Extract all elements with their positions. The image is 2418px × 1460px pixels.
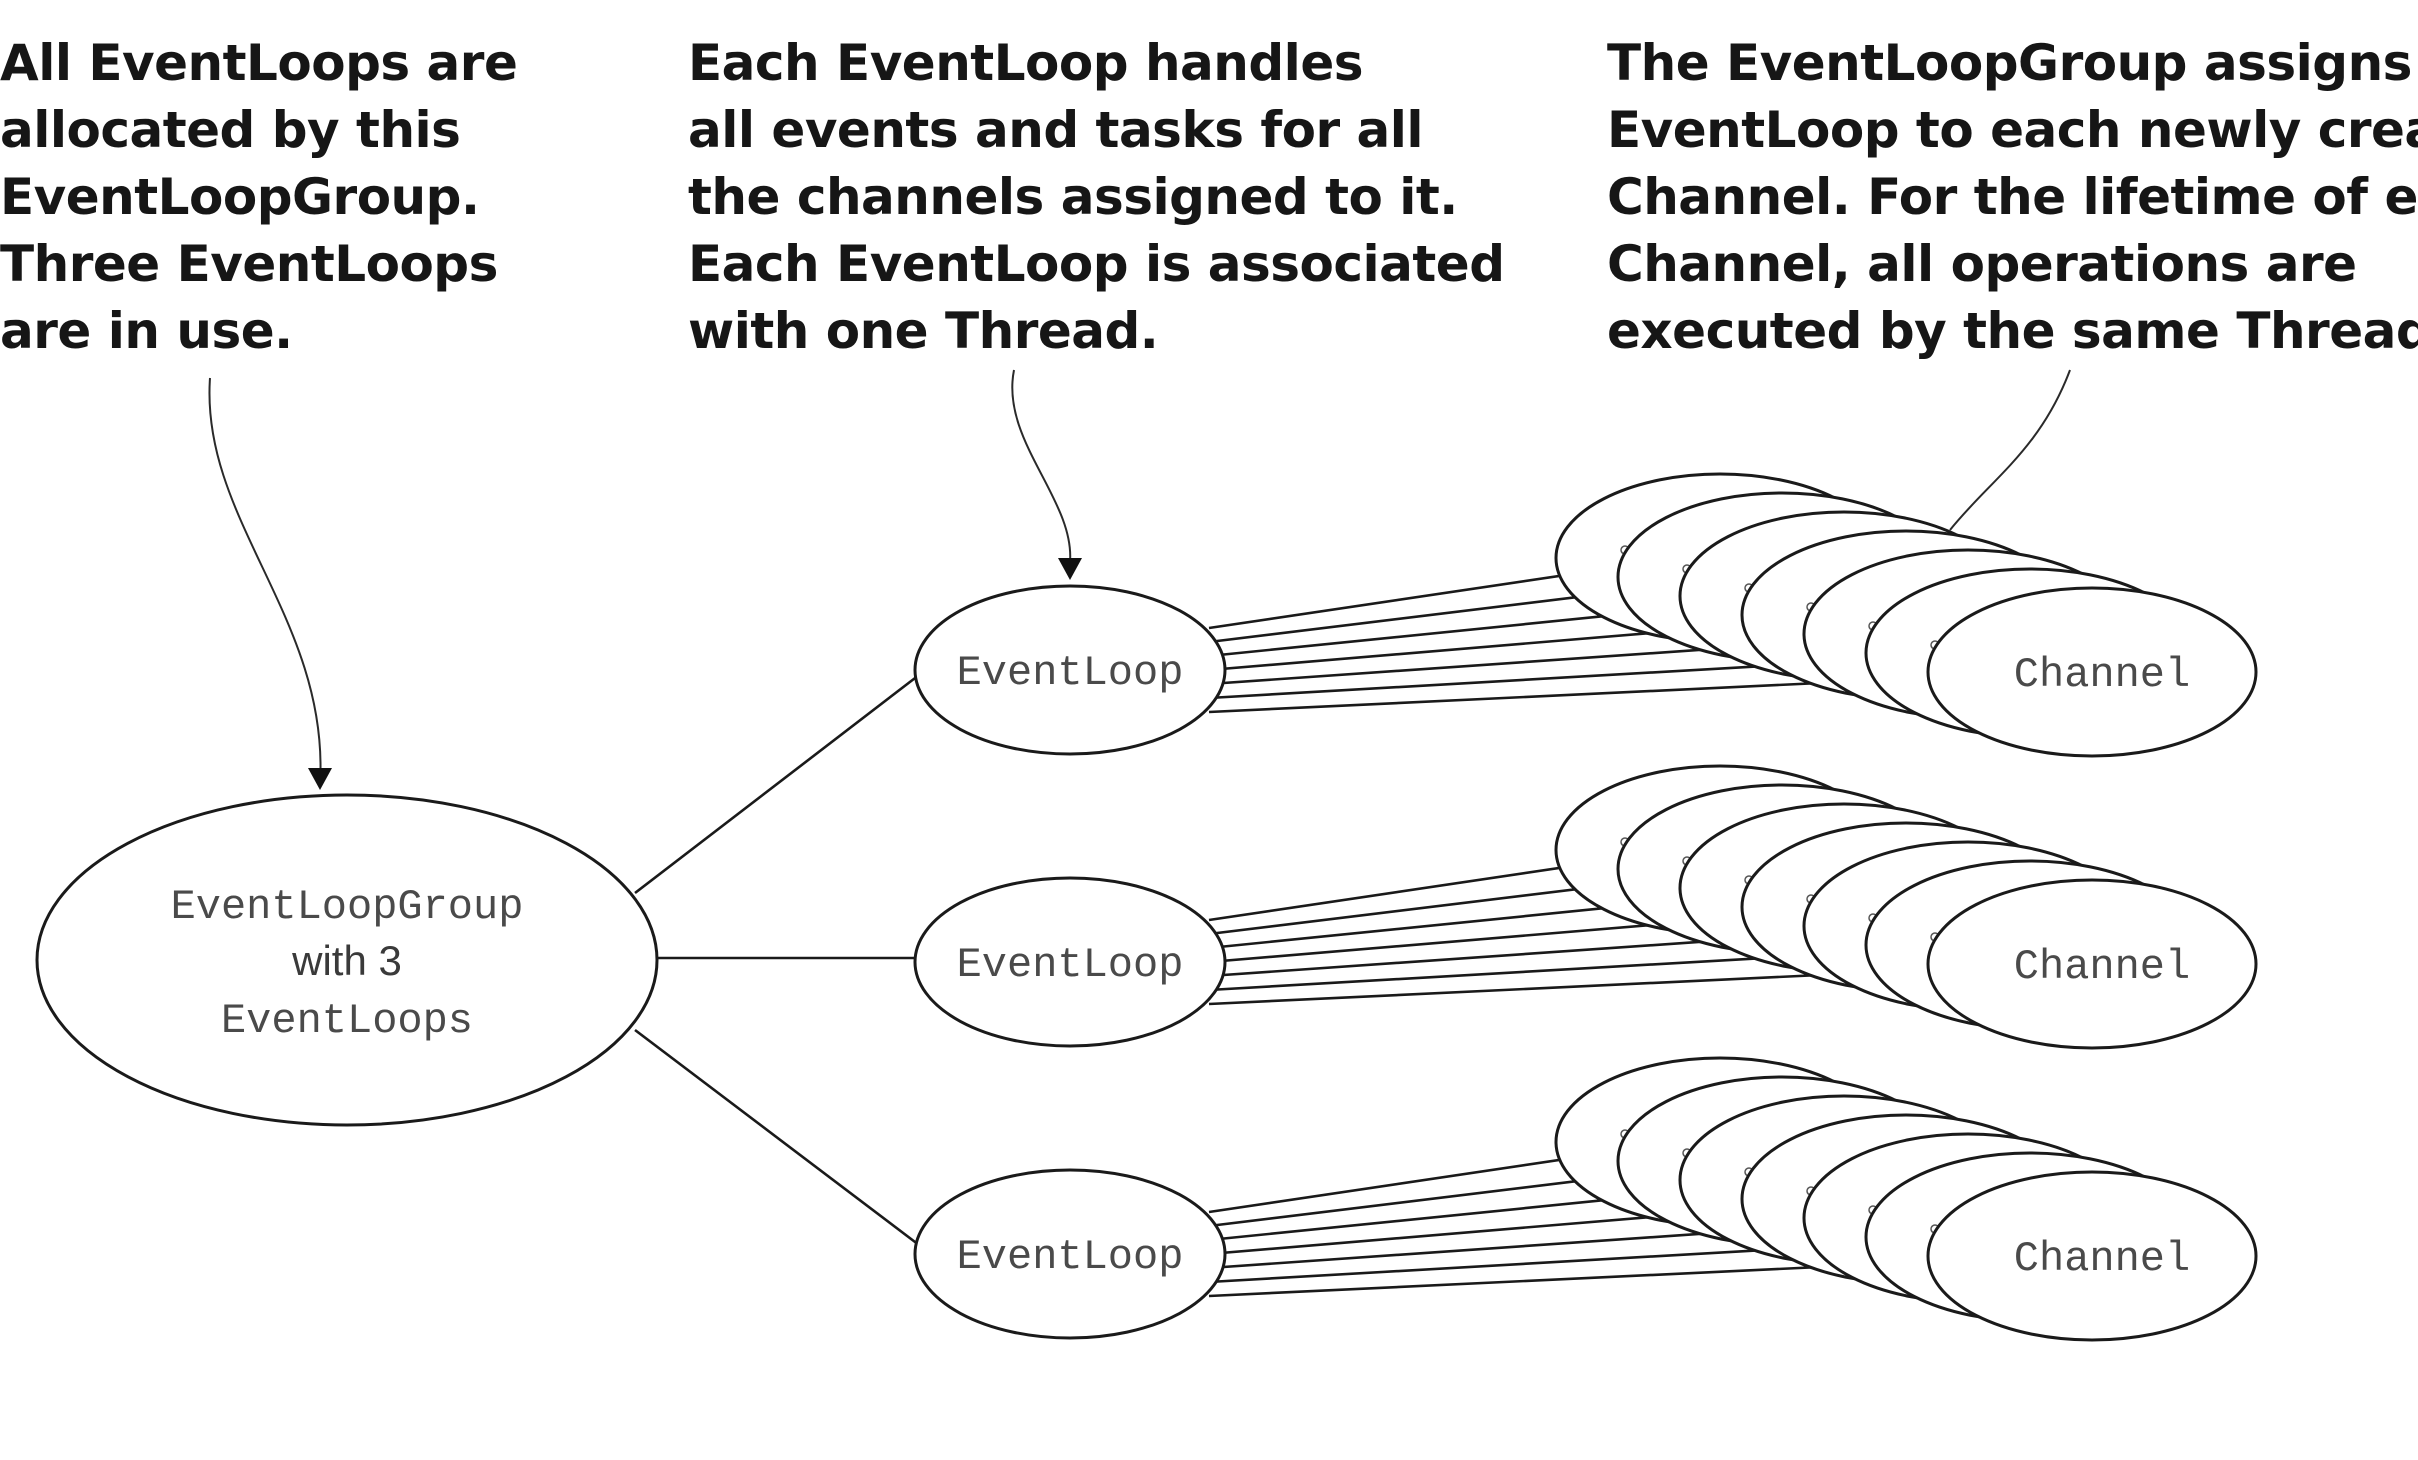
eventloop-ellipse bbox=[913, 1168, 1227, 1340]
callout-arrowhead-group bbox=[308, 768, 332, 790]
eventloop-clusters: ChannelEventLoopChannelEventLoopChannelE… bbox=[913, 472, 2258, 1342]
channel-ellipse bbox=[1926, 586, 2258, 758]
eventloop-label: EventLoop bbox=[957, 941, 1184, 989]
channel-ellipse bbox=[1926, 878, 2258, 1050]
eventloop-label: EventLoop bbox=[957, 1233, 1184, 1281]
callout-arrow-eventloop bbox=[1011, 369, 1072, 563]
callout-arrow-channel bbox=[1949, 369, 2071, 531]
channel-label: Channel bbox=[2014, 1235, 2190, 1283]
eventloop-ellipse bbox=[913, 876, 1227, 1048]
eventloopgroup-node: EventLoopGroup with 3 EventLoops bbox=[35, 793, 659, 1127]
callout-arrow-group bbox=[208, 377, 322, 785]
group-label-line2: with 3 bbox=[291, 937, 402, 984]
channel-label: Channel bbox=[2014, 651, 2190, 699]
eventloop-cluster: Channel EventLoop bbox=[913, 472, 2258, 758]
eventloop-cluster: Channel EventLoop bbox=[913, 1056, 2258, 1342]
group-label-line1: EventLoopGroup bbox=[171, 883, 524, 931]
annotation-channel: The EventLoopGroup assigns an EventLoop … bbox=[1607, 34, 2418, 360]
group-link-top bbox=[634, 673, 920, 895]
group-link-bottom bbox=[634, 1028, 920, 1247]
channel-ellipse bbox=[1926, 1170, 2258, 1342]
eventloop-cluster: Channel EventLoop bbox=[913, 764, 2258, 1050]
annotation-group: All EventLoops are allocated by this Eve… bbox=[0, 34, 518, 360]
annotation-eventloop: Each EventLoop handles all events and ta… bbox=[688, 34, 1505, 360]
callout-arrowhead-eventloop bbox=[1058, 558, 1082, 580]
channel-label: Channel bbox=[2014, 943, 2190, 991]
eventloop-ellipse bbox=[913, 584, 1227, 756]
group-label-line3: EventLoops bbox=[221, 997, 473, 1045]
eventloop-label: EventLoop bbox=[957, 649, 1184, 697]
